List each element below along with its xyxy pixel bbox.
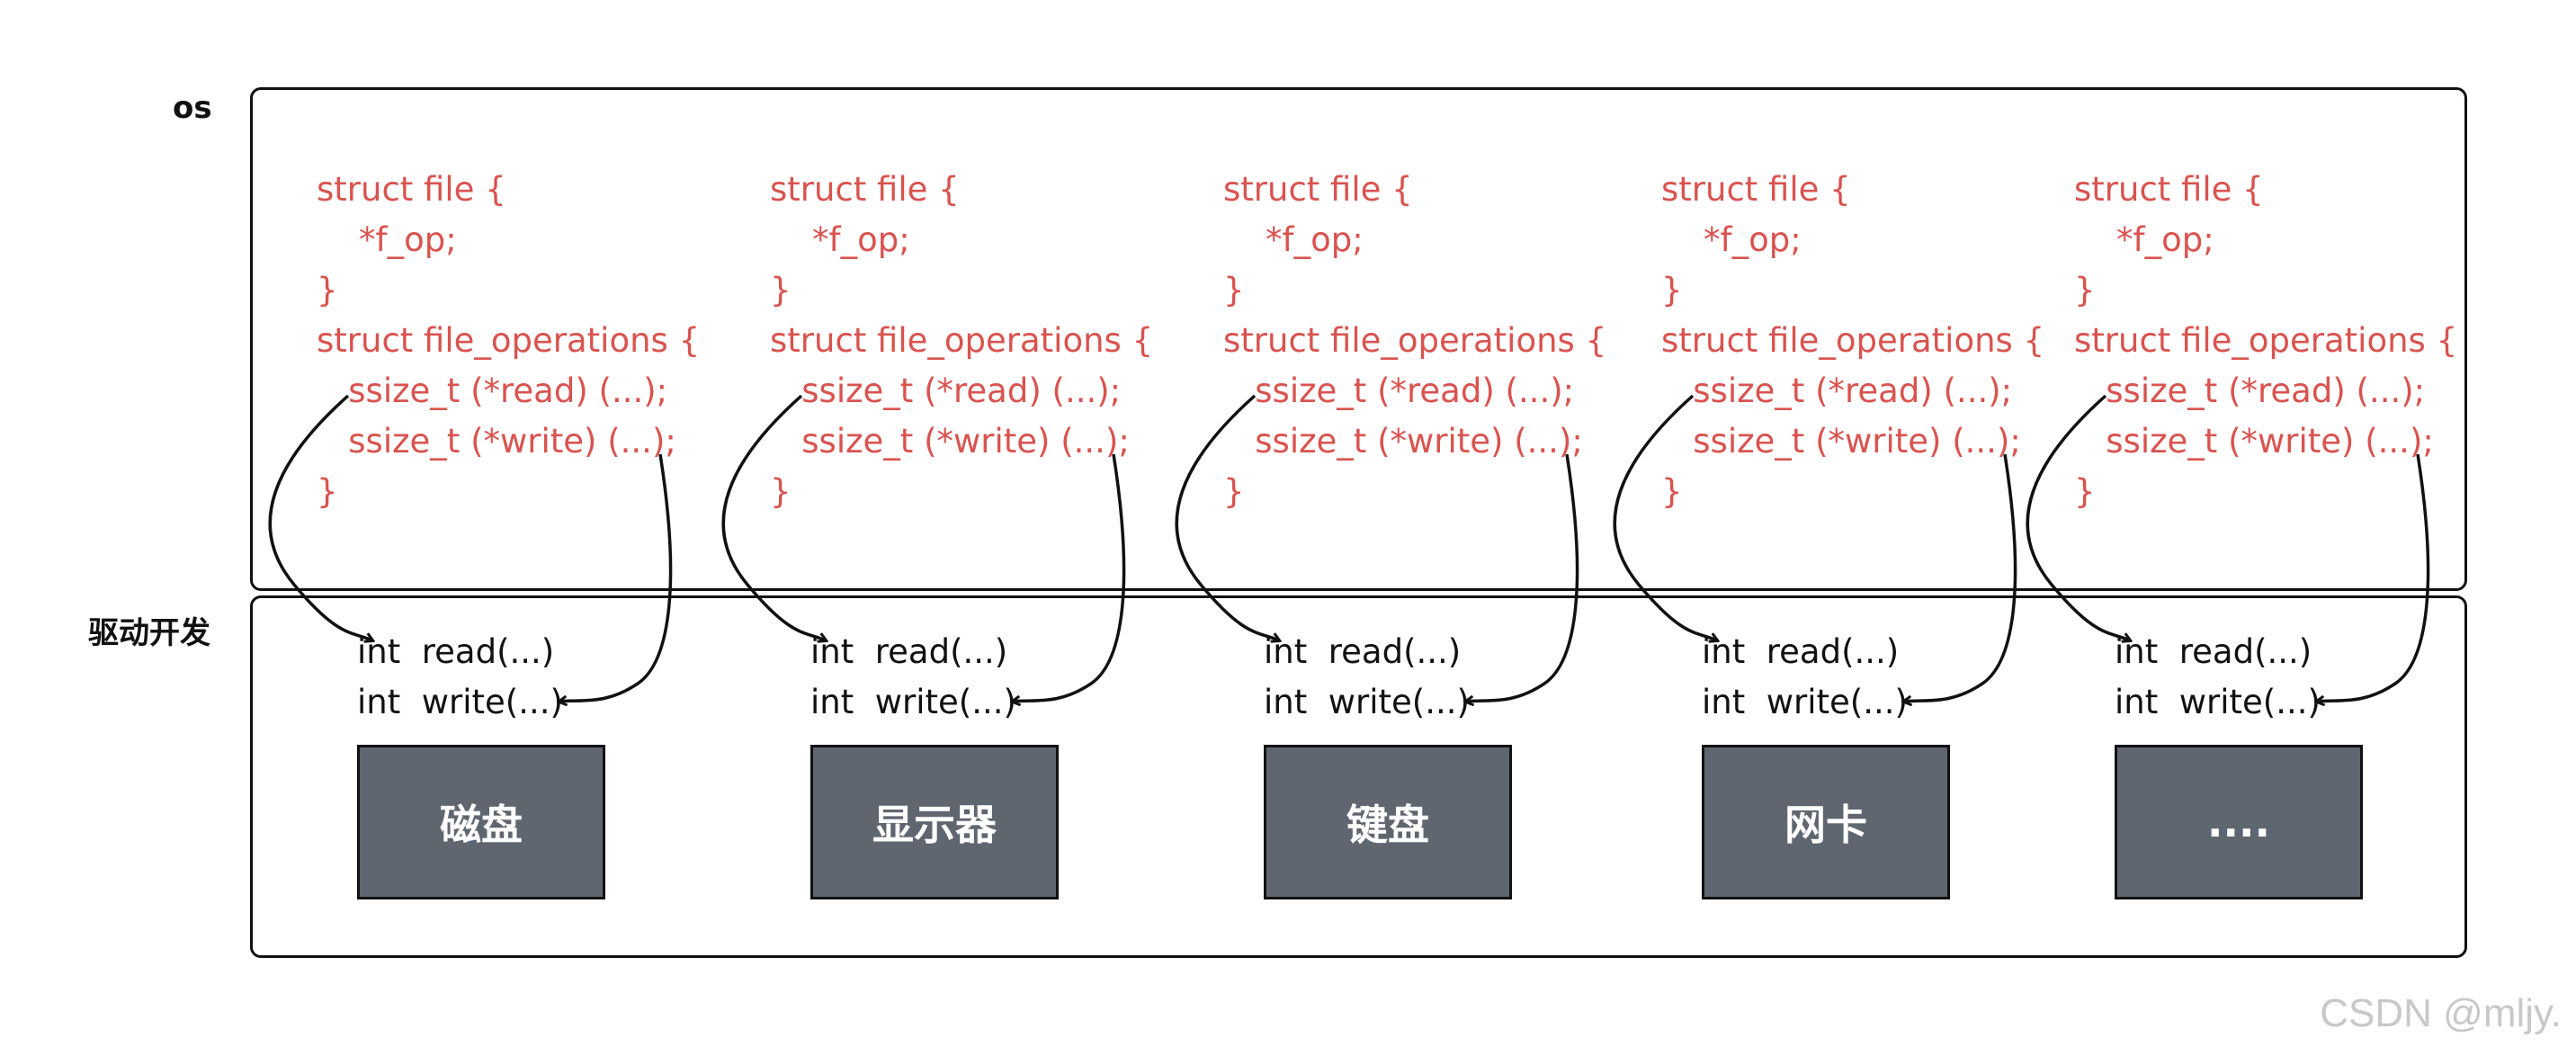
device-name: 网卡 xyxy=(1784,801,1867,849)
code-line: struct file { xyxy=(317,170,506,209)
code-line: } xyxy=(317,271,338,309)
code-block-4: struct file { *f_op;} struct file_operati… xyxy=(1661,165,2044,517)
driver-functions-3: int read(...) int write(...) xyxy=(1264,627,1470,728)
function-line: int read(...) xyxy=(2115,632,2312,671)
code-line: ssize_t (*write) (...); xyxy=(317,422,676,461)
code-line: } xyxy=(317,472,338,511)
function-line: int write(...) xyxy=(810,683,1016,721)
device-name: .... xyxy=(2207,798,2270,846)
code-line: ssize_t (*write) (...); xyxy=(1223,422,1583,461)
code-line: } xyxy=(770,472,792,511)
code-line: *f_op; xyxy=(317,220,457,259)
function-line: int write(...) xyxy=(1702,683,1908,721)
code-line: ssize_t (*read) (...); xyxy=(1661,371,2013,410)
code-line: struct file { xyxy=(2074,170,2264,209)
device-box-4: 网卡 xyxy=(1702,745,1950,899)
code-line: } xyxy=(1661,472,1683,511)
code-line: ssize_t (*write) (...); xyxy=(770,422,1130,461)
watermark: CSDN @mljy. xyxy=(2320,991,2562,1035)
code-line: } xyxy=(770,271,792,309)
code-line: *f_op; xyxy=(2074,220,2214,259)
function-line: int read(...) xyxy=(810,632,1008,671)
device-box-3: 键盘 xyxy=(1264,745,1512,899)
code-line: struct file_operations { xyxy=(2074,321,2458,360)
driver-functions-2: int read(...) int write(...) xyxy=(810,627,1016,728)
device-name: 显示器 xyxy=(872,801,997,849)
device-box-1: 磁盘 xyxy=(357,745,605,899)
code-line: *f_op; xyxy=(770,220,910,259)
code-line: } xyxy=(2074,472,2096,511)
device-box-2: 显示器 xyxy=(810,745,1059,899)
code-line: *f_op; xyxy=(1661,220,1802,259)
function-line: int write(...) xyxy=(357,683,563,721)
function-line: int read(...) xyxy=(1702,632,1900,671)
driver-label: 驱动开发 xyxy=(88,615,210,651)
driver-functions-5: int read(...) int write(...) xyxy=(2115,627,2321,728)
code-line: } xyxy=(2074,271,2096,309)
code-line: } xyxy=(1223,472,1245,511)
code-block-3: struct file { *f_op;} struct file_operati… xyxy=(1223,165,1606,517)
device-name: 磁盘 xyxy=(440,801,523,849)
function-line: int read(...) xyxy=(1264,632,1462,671)
code-line: } xyxy=(1661,271,1683,309)
code-block-1: struct file { *f_op;} struct file_operati… xyxy=(317,165,700,517)
driver-functions-1: int read(...) int write(...) xyxy=(357,627,563,728)
code-line: ssize_t (*read) (...); xyxy=(770,371,1122,410)
code-line: struct file { xyxy=(1661,170,1851,209)
code-line: *f_op; xyxy=(1223,220,1364,259)
code-block-5: struct file { *f_op;} struct file_operati… xyxy=(2074,165,2457,517)
code-line: struct file_operations { xyxy=(1661,321,2045,360)
code-line: struct file { xyxy=(1223,170,1413,209)
function-line: int read(...) xyxy=(357,632,555,671)
code-line: struct file_operations { xyxy=(317,321,701,360)
function-line: int write(...) xyxy=(1264,683,1470,721)
function-line: int write(...) xyxy=(2115,683,2321,721)
device-box-5: .... xyxy=(2115,745,2363,899)
code-line: } xyxy=(1223,271,1245,309)
os-label: os xyxy=(173,90,212,126)
code-line: struct file_operations { xyxy=(1223,321,1607,360)
code-block-2: struct file { *f_op;} struct file_operati… xyxy=(770,165,1153,517)
device-name: 键盘 xyxy=(1346,801,1429,849)
code-line: struct file_operations { xyxy=(770,321,1154,360)
code-line: ssize_t (*read) (...); xyxy=(1223,371,1575,410)
driver-functions-4: int read(...) int write(...) xyxy=(1702,627,1908,728)
code-line: struct file { xyxy=(770,170,960,209)
code-line: ssize_t (*write) (...); xyxy=(2074,422,2434,461)
code-line: ssize_t (*read) (...); xyxy=(2074,371,2426,410)
code-line: ssize_t (*write) (...); xyxy=(1661,422,2021,461)
code-line: ssize_t (*read) (...); xyxy=(317,371,668,410)
